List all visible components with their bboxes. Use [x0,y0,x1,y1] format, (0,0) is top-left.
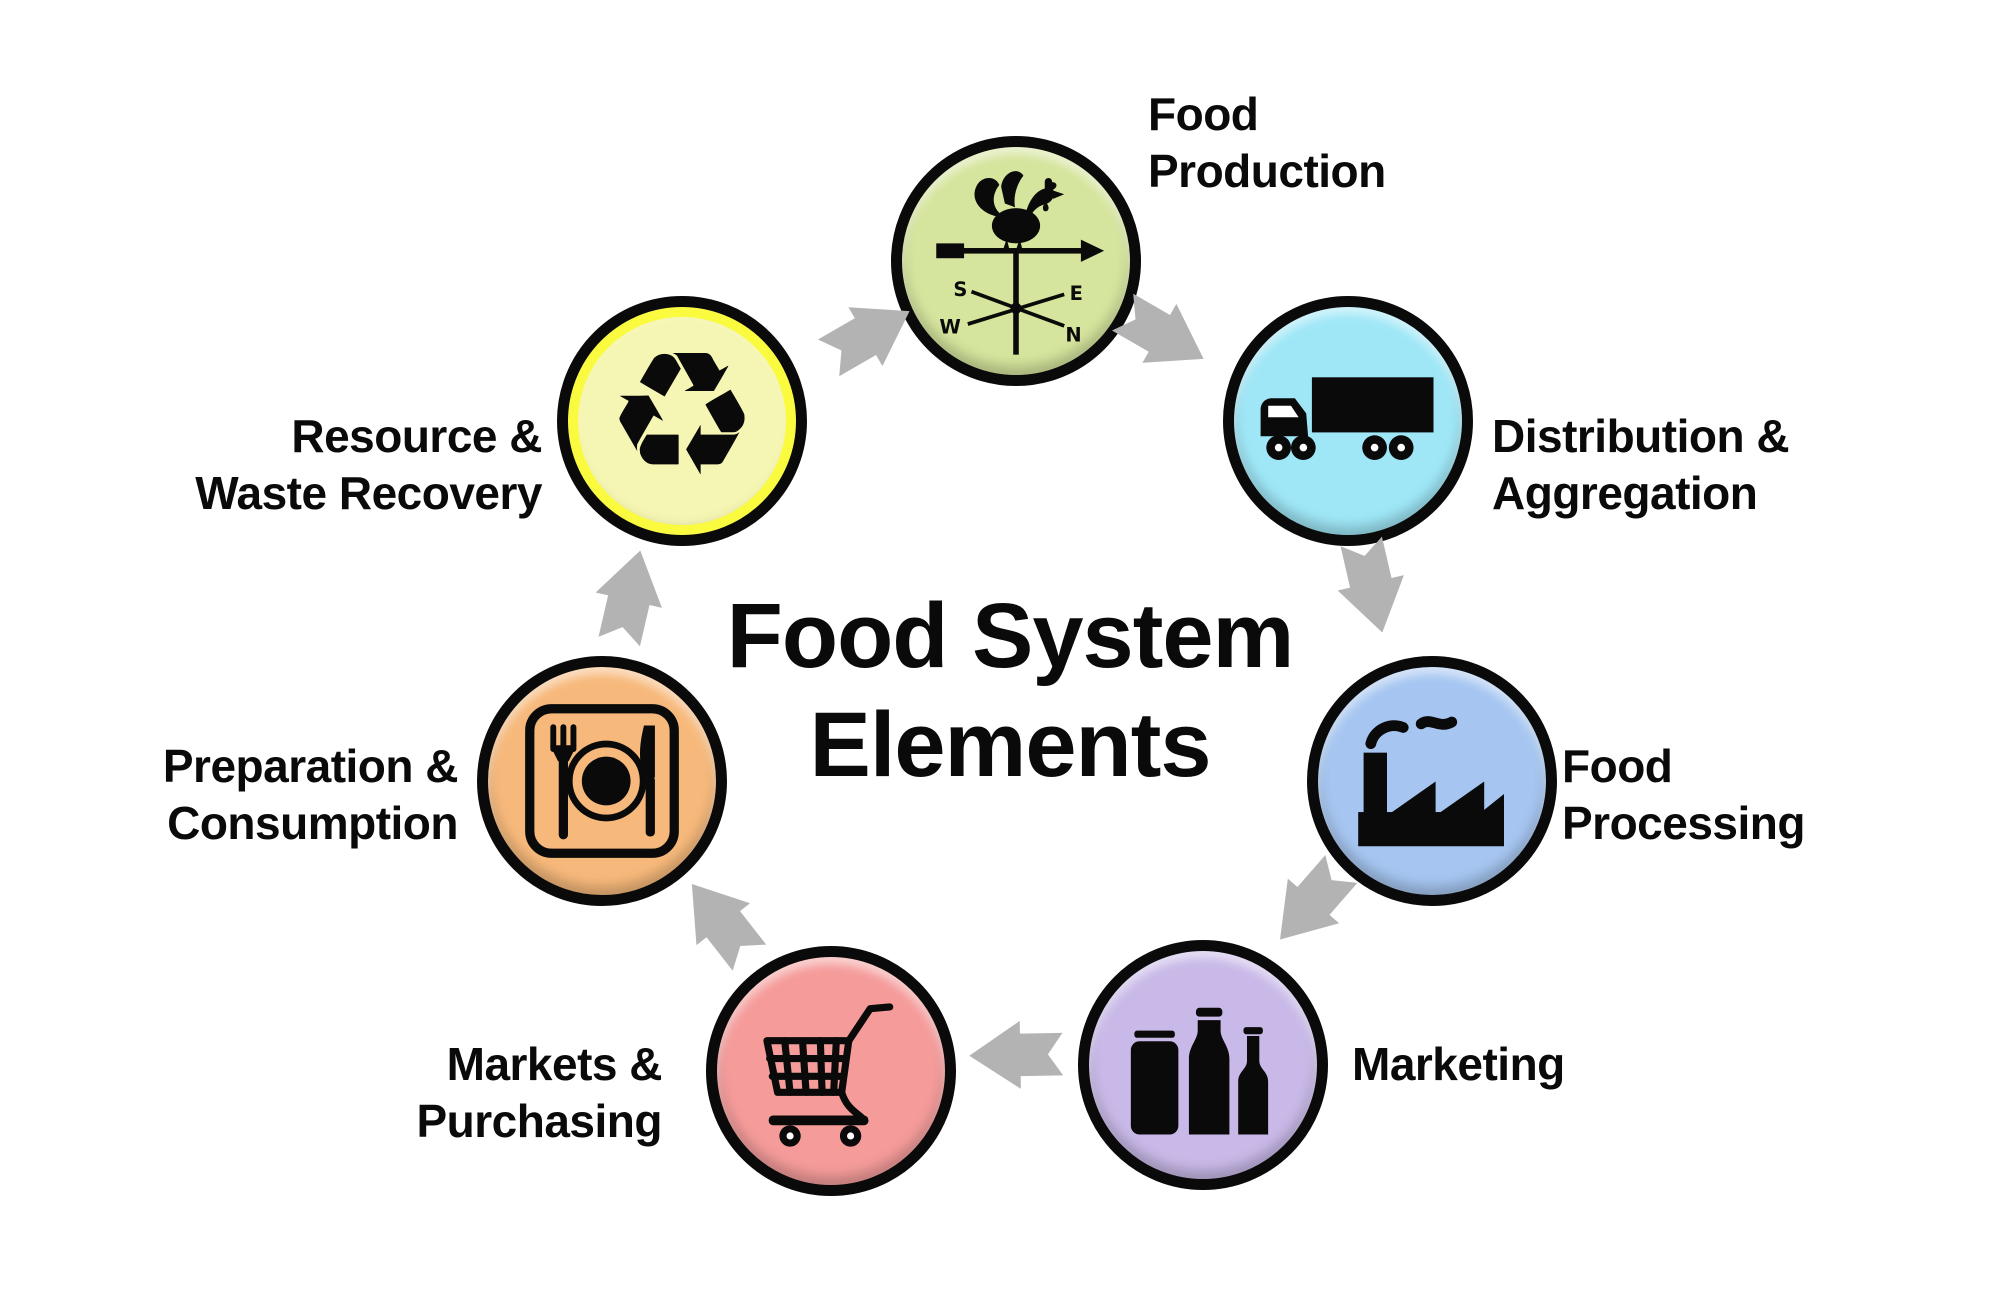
food-production-circle: S W E N [891,136,1141,386]
markets-purchasing-label-line-2: Purchasing [416,1095,662,1148]
food-processing-label-line-2: Processing [1562,797,1806,850]
arrow-marketing-to-markets-icon [969,1020,1064,1089]
food-processing-label: Food Processing [1562,738,1806,852]
markets-purchasing-label: Markets & Purchasing [240,1036,662,1150]
diagram-title-line-2: Elements [809,693,1211,796]
semi-truck-icon [1260,377,1434,460]
distribution-aggregation-label: Distribution & Aggregation [1492,408,1790,522]
food-production-label-line-2: Production [1148,145,1386,198]
distribution-aggregation-circle [1223,296,1473,546]
distribution-aggregation-label-line-2: Aggregation [1492,467,1758,520]
distribution-aggregation-label-line-1: Distribution & [1492,410,1790,462]
arrow-preparation-to-recovery-icon [595,550,662,647]
resource-waste-recovery-label-line-2: Waste Recovery [195,467,542,520]
food-processing-circle [1307,656,1557,906]
plate-fork-knife-icon [525,704,679,858]
resource-waste-recovery-label: Resource & Waste Recovery [130,408,542,522]
resource-waste-recovery-circle: ♻ [557,296,807,546]
compass-e-label: E [1070,282,1083,305]
diagram-title-line-1: Food System [726,585,1295,687]
compass-s-label: S [953,278,967,301]
arrow-recovery-to-production-icon [817,307,910,377]
preparation-consumption-circle [477,656,727,906]
bottles-jars-icon [1130,1007,1269,1135]
compass-n-label: N [1065,324,1081,347]
food-processing-label-line-1: Food [1562,740,1673,792]
preparation-consumption-label-line-2: Consumption [167,797,458,850]
recycle-icon: ♻ [604,314,760,515]
markets-purchasing-label-line-1: Markets & [446,1038,663,1090]
arrow-distribution-to-processing-icon [1337,536,1404,633]
resource-waste-recovery-label-line-1: Resource & [291,410,542,462]
weathervane-rooster-icon: S W E N [936,171,1105,355]
shopping-cart-icon [763,1003,894,1147]
preparation-consumption-label-line-1: Preparation & [162,740,459,792]
arrow-production-to-distribution-icon [1111,293,1204,363]
arrow-markets-to-preparation-icon [691,883,767,971]
factory-icon [1358,716,1504,847]
marketing-circle [1078,940,1328,1190]
markets-purchasing-circle [706,946,956,1196]
marketing-label-line-1: Marketing [1352,1038,1565,1090]
food-production-label: Food Production [1148,86,1386,200]
marketing-label: Marketing [1352,1036,1565,1093]
arrow-processing-to-marketing-icon [1280,854,1358,940]
food-production-label-line-1: Food [1148,88,1259,140]
diagram-title: Food System Elements [560,582,1460,799]
compass-w-label: W [939,315,960,338]
preparation-consumption-label: Preparation & Consumption [80,738,459,852]
